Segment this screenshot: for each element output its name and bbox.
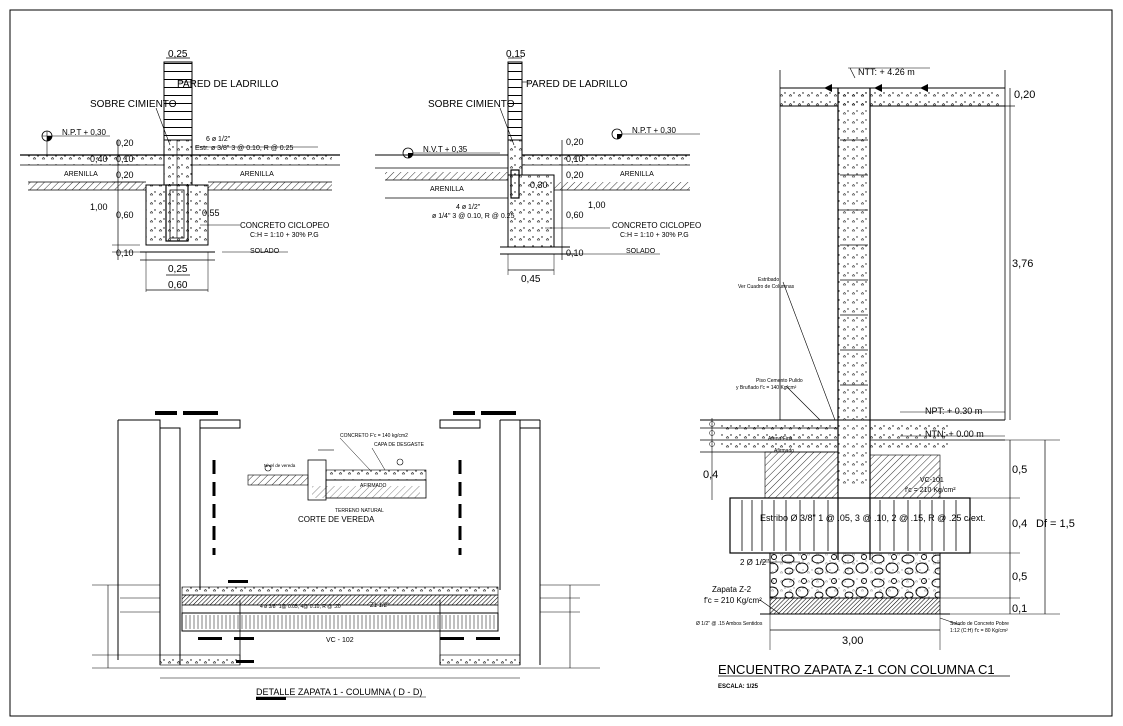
d2-045: 0,45	[521, 274, 541, 285]
d4-020: 0,20	[1014, 89, 1035, 101]
d1-stirrup: Estr. ø 3/8" 3 @ 0.10, R @ 0.25	[195, 145, 294, 152]
d4-df: Df = 1,5	[1036, 518, 1075, 530]
sheet-border	[9, 9, 1113, 717]
d2-nvt: N.V.T + 0,35	[423, 145, 468, 154]
d1-arena-l: ARENILLA	[64, 171, 98, 178]
d1-wall-label: PARED DE LADRILLO	[177, 79, 279, 90]
d4-ntn: NTN: + 0.00 m	[925, 429, 984, 439]
d2-sobre-label: SOBRE CIMIENTO	[428, 99, 515, 110]
d4-zapata: Zapata Z-2	[712, 585, 752, 594]
detail-3-zapata-columna	[92, 411, 600, 700]
d2-060: 0,60	[566, 210, 584, 220]
detail-3-labels: CONCRETO F'c = 140 kg/cm2 CAPA DE DESGAS…	[256, 433, 426, 698]
d2-020b: 0,20	[566, 170, 584, 180]
d1-020b: 0,20	[116, 170, 134, 180]
sobre-cimiento	[163, 139, 193, 186]
d4-piso: Piso Cemento Pulido	[756, 378, 803, 384]
d1-arena-r: ARENILLA	[240, 171, 274, 178]
d4-05a: 0,5	[1012, 464, 1027, 476]
d2-100: 1,00	[588, 200, 606, 210]
d2-030: 0,30	[530, 180, 548, 190]
d4-anillo: Ø 1/2" @ .15 Ambos Sentidos	[696, 621, 763, 627]
d3-corte: CORTE DE VEREDA	[298, 515, 375, 524]
d3-afirmado: AFIRMADO	[360, 483, 387, 489]
d1-060b: 0,60	[168, 280, 188, 291]
d4-fc: f'c = 210 Kg/cm²	[905, 487, 956, 494]
d4-bars: 2 Ø 1/2"	[740, 558, 769, 567]
d2-020a: 0,20	[566, 137, 584, 147]
d4-afirmado: Afirmado	[774, 448, 794, 454]
d1-020a: 0,20	[116, 138, 134, 148]
d4-04: 0,4	[703, 469, 718, 481]
d1-bar: 6 ø 1/2"	[206, 136, 231, 143]
detail-2-wall-foundation	[375, 57, 700, 275]
d1-dim-top: 0,25	[168, 49, 188, 60]
d2-bar: 4 ø 1/2"	[456, 204, 481, 211]
d2-stirrup: ø 1/4" 3 @ 0.10, R @ 0.25	[432, 213, 515, 220]
d1-060: 0,60	[116, 210, 134, 220]
d3-concreto-note: CONCRETO F'c = 140 kg/cm2	[340, 433, 408, 439]
d4-solado2: 1:12 (C:H) f'c = 80 Kg/cm²	[950, 628, 1008, 634]
d4-solado: Solado de Concreto Pobre	[950, 621, 1009, 627]
d2-concreto: CONCRETO CICLOPEO	[612, 221, 701, 230]
d2-npt: N.P.T + 0,30	[632, 126, 677, 135]
d1-mix: C:H = 1:10 + 30% P.G	[250, 232, 319, 239]
d4-05b: 0,5	[1012, 571, 1027, 583]
d1-solado: SOLADO	[250, 248, 280, 255]
d4-npt: NPT: + 0.30 m	[925, 406, 982, 416]
d1-010: 0,10	[116, 154, 134, 164]
detail-2-labels: 0,15 PARED DE LADRILLO SOBRE CIMIENTO N.…	[423, 49, 701, 285]
d1-100: 1,00	[90, 202, 108, 212]
d3-capa: CAPA DE DESGASTE	[374, 442, 425, 448]
d1-040: 0,40	[90, 154, 108, 164]
d3-bars-note: 4 ø 3/8" 1@ 0.05, 4@ 0.10, R @ .20	[260, 604, 341, 610]
detail-1-labels: 0,25 PARED DE LADRILLO SOBRE CIMIENTO N.…	[62, 49, 329, 291]
d4-376: 3,76	[1012, 258, 1033, 270]
d2-010b: 0,10	[566, 248, 584, 258]
d4-piso2: y Bruñado f'c = 140 Kg/cm²	[736, 385, 797, 391]
d4-vc: VC-101	[920, 477, 944, 484]
d3-vereda-note: Nivel de vereda	[264, 463, 296, 468]
detail-4-encuentro	[700, 67, 1060, 677]
d4-scale: ESCALA: 1/25	[718, 684, 759, 690]
d2-solado: SOLADO	[626, 248, 656, 255]
d4-estribado: Estribado	[758, 277, 779, 283]
d4-01: 0,1	[1012, 603, 1027, 615]
d1-055: 0,55	[202, 208, 220, 218]
d4-ntt: NTT: + 4.26 m	[858, 67, 915, 77]
detail-1-wall-foundation	[20, 57, 340, 292]
d2-010: 0,10	[566, 154, 584, 164]
d4-estribado2: Ver Cuadro de Columnas	[738, 284, 795, 290]
d3-zapata: Z1 1/2"	[370, 603, 389, 609]
d4-04b: 0,4	[1012, 518, 1027, 530]
d2-arena-r: ARENILLA	[620, 171, 654, 178]
d2-arena-l: ARENILLA	[430, 186, 464, 193]
d4-zapata-fc: f'c = 210 Kg/cm²	[704, 596, 762, 605]
d4-300: 3,00	[842, 635, 863, 647]
d2-mix: C:H = 1:10 + 30% P.G	[620, 232, 689, 239]
d2-wall-label: PARED DE LADRILLO	[526, 79, 628, 90]
d4-arena: Arena Fina	[768, 436, 793, 442]
detail-4-labels: NTT: + 4.26 m 0,20 3,76 Estribado Ver Cu…	[696, 67, 1075, 690]
d1-npt: N.P.T + 0,30	[62, 128, 107, 137]
d4-title: ENCUENTRO ZAPATA Z-1 CON COLUMNA C1	[718, 662, 995, 677]
d1-010b: 0,10	[116, 248, 134, 258]
d1-sobre-label: SOBRE CIMIENTO	[90, 99, 177, 110]
d3-terreno: TERRENO NATURAL	[335, 508, 384, 514]
d1-concreto: CONCRETO CICLOPEO	[240, 221, 329, 230]
d4-estribo: Estribo Ø 3/8" 1 @ .05, 3 @ .10, 2 @ .15…	[760, 513, 985, 523]
d2-dim-top: 0,15	[506, 49, 526, 60]
d3-beam: VC - 102	[326, 637, 354, 644]
d1-025b: 0,25	[168, 264, 188, 275]
d3-title: DETALLE ZAPATA 1 - COLUMNA ( D - D)	[256, 687, 422, 697]
